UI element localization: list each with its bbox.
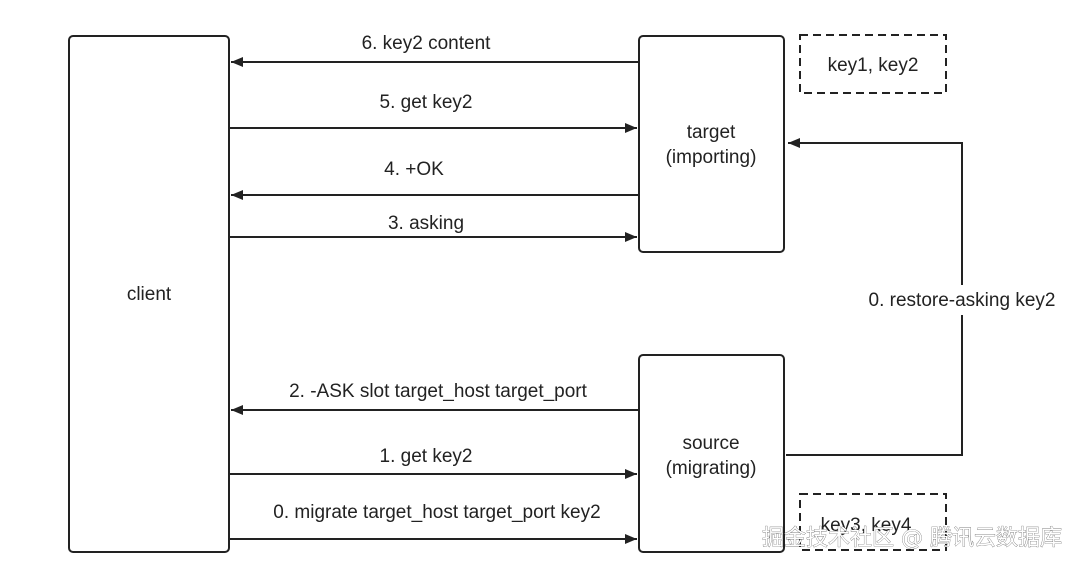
target-keys-box xyxy=(799,34,947,94)
message-5-label: 5. get key2 xyxy=(380,92,473,113)
message-0-label: 0. migrate target_host target_port key2 xyxy=(273,502,600,523)
message-6-label: 6. key2 content xyxy=(362,33,492,54)
target-keys-label: key1, key2 xyxy=(828,55,919,76)
message-2-label: 2. -ASK slot target_host target_port xyxy=(289,381,588,402)
message-4-label: 4. +OK xyxy=(384,159,444,180)
client-box xyxy=(68,35,230,553)
target-box xyxy=(638,35,785,253)
watermark: 掘金技术社区 @ 腾讯云数据库 xyxy=(762,526,1062,551)
source-keys-box xyxy=(799,493,947,551)
source-role-label: (migrating) xyxy=(666,458,757,479)
client-label: client xyxy=(127,284,172,305)
restore-asking-label: 0. restore-asking key2 xyxy=(869,290,1056,311)
target-role-label: (importing) xyxy=(666,147,757,168)
message-3-label: 3. asking xyxy=(388,213,464,234)
message-1-label: 1. get key2 xyxy=(380,446,473,467)
source-label: source xyxy=(682,433,739,454)
target-label: target xyxy=(687,122,736,143)
source-keys-label: key3, key4 xyxy=(821,515,912,536)
restore-asking-label-bg xyxy=(858,285,1068,315)
source-box xyxy=(638,354,785,553)
